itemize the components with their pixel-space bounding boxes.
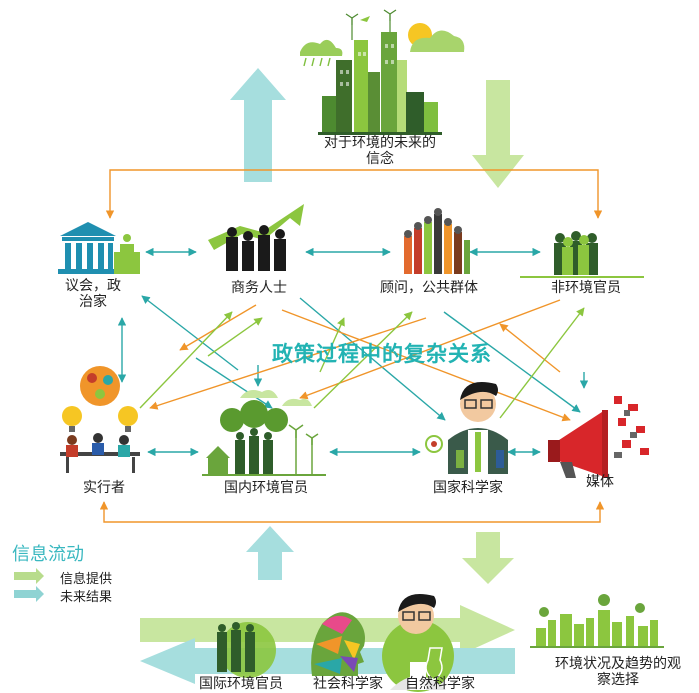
megaphone-icon	[548, 396, 649, 478]
orange-frame-bottom	[99, 501, 605, 523]
big-down-arrow-top	[472, 80, 524, 188]
legend-item-future: 未来结果	[60, 590, 113, 605]
node-implementers-label: 实行者	[83, 480, 125, 496]
big-down-arrow-bottom	[462, 532, 514, 584]
node-future-belief-label: 对于环境的未来的 信念	[324, 135, 436, 167]
scientist-icon	[425, 382, 508, 474]
natural-scientist-icon	[382, 594, 454, 692]
domestic-officials-icon	[202, 390, 326, 476]
orange-links	[149, 299, 571, 422]
legend-title: 信息流动	[12, 544, 84, 565]
social-scientist-icon	[311, 612, 365, 676]
node-social-scientists-label: 社会科学家	[313, 676, 383, 692]
implementers-icon	[60, 366, 140, 473]
green-city-icon	[300, 9, 465, 135]
legend-item-info: 信息提供	[60, 572, 113, 587]
teal-links	[117, 247, 589, 457]
parliament-icon	[58, 222, 140, 274]
big-up-arrow-bottom	[246, 526, 294, 580]
node-observation-label: 环境状况及趋势的观 察选择	[555, 656, 681, 688]
node-advisors-label: 顾问，公共群体	[380, 280, 478, 296]
raised-hands-icon	[404, 208, 470, 274]
node-domestic-officials-label: 国内环境官员	[224, 480, 308, 496]
orange-frame-top	[105, 169, 603, 219]
big-up-arrow-top	[230, 68, 286, 182]
node-business-label: 商务人士	[231, 280, 287, 296]
officials-group-icon	[520, 231, 644, 278]
node-intl-officials-label: 国际环境官员	[199, 676, 283, 692]
node-parliament-label: 议会，政 治家	[65, 278, 121, 310]
node-natural-scientists-label: 自然科学家	[405, 676, 475, 692]
node-national-scientists-label: 国家科学家	[433, 480, 503, 496]
diagram-title: 政策过程中的复杂关系	[272, 342, 492, 366]
legend-arrow-future	[14, 586, 44, 602]
green-links	[139, 307, 585, 419]
legend-arrow-info	[14, 568, 44, 584]
intl-officials-icon	[217, 622, 276, 678]
node-media-label: 媒体	[586, 474, 614, 490]
node-non-env-officials-label: 非环境官员	[551, 280, 621, 296]
business-people-icon	[208, 204, 304, 271]
observation-city-icon	[530, 594, 664, 648]
